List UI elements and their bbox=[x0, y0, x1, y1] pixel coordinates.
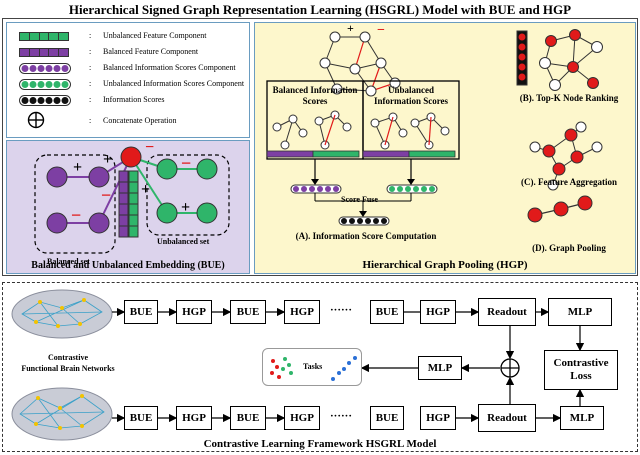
minus-sign: − bbox=[145, 139, 155, 156]
bue-block: BUE bbox=[124, 406, 158, 430]
legend-label: Unbalanced Feature Component bbox=[103, 31, 207, 40]
legend-label: Concatenate Operation bbox=[103, 116, 177, 125]
tasks-box: Tasks bbox=[262, 348, 362, 386]
unbalanced-set-label: Unbalanced set bbox=[157, 237, 210, 246]
legend-colon: : bbox=[89, 31, 92, 40]
hgp-block: HGP bbox=[176, 406, 212, 430]
legend-colon: : bbox=[89, 95, 92, 104]
ellipsis: ······ bbox=[330, 304, 353, 316]
minus-sign: − bbox=[181, 153, 192, 173]
brain-label: Contrastive Functional Brain Networks bbox=[6, 352, 130, 374]
tasks-label: Tasks bbox=[303, 362, 323, 371]
regression-icon bbox=[331, 356, 357, 381]
step-a-label: (A). Information Score Computation bbox=[295, 231, 437, 241]
green-dots-icon bbox=[19, 78, 71, 90]
brain-network-icon bbox=[11, 289, 113, 339]
legend-balanced-scores bbox=[19, 61, 71, 75]
mlp-block: MLP bbox=[418, 356, 462, 380]
bue-caption: Balanced and Unbalanced Embedding (BUE) bbox=[31, 260, 225, 271]
step-c-label: (C). Feature Aggregation bbox=[521, 177, 617, 187]
purple-dots-icon bbox=[19, 62, 71, 74]
hgp-caption: Hierarchical Graph Pooling (HGP) bbox=[362, 259, 528, 271]
legend-colon: : bbox=[89, 116, 92, 125]
top-frame bbox=[2, 18, 638, 276]
brain-network-icon bbox=[11, 387, 113, 441]
figure-title: Hierarchical Signed Graph Representation… bbox=[68, 2, 572, 17]
legend-colon: : bbox=[89, 47, 92, 56]
hgp-block: HGP bbox=[284, 406, 320, 430]
legend-info-scores bbox=[19, 93, 71, 107]
hgp-block: HGP bbox=[420, 406, 456, 430]
legend-unbalanced-scores bbox=[19, 77, 71, 91]
hgp-block: HGP bbox=[284, 300, 320, 324]
plus-sign: + bbox=[347, 21, 354, 35]
bue-block: BUE bbox=[370, 406, 404, 430]
purple-bar-icon bbox=[19, 47, 69, 57]
legend-label: Balanced Information Scores Component bbox=[103, 63, 236, 72]
plus-sign: + bbox=[181, 199, 191, 216]
plus-sign: + bbox=[73, 159, 83, 176]
concat-icon bbox=[27, 111, 45, 129]
legend-label: Information Scores bbox=[103, 95, 165, 104]
bue-block: BUE bbox=[230, 406, 266, 430]
hgp-block: HGP bbox=[420, 300, 456, 324]
brain-label-line-2: Functional Brain Networks bbox=[21, 364, 115, 373]
ellipsis: ······ bbox=[330, 410, 353, 422]
step-d-label: (D). Graph Pooling bbox=[532, 243, 606, 253]
mlp-block: MLP bbox=[560, 406, 604, 430]
plus-sign: + bbox=[141, 181, 151, 198]
bottom-frame bbox=[2, 282, 638, 452]
score-fuse-label: Score Fuse bbox=[341, 195, 378, 204]
legend-label: Balanced Feature Component bbox=[103, 47, 199, 56]
minus-sign: − bbox=[377, 23, 385, 38]
bue-block: BUE bbox=[370, 300, 404, 324]
readout-block: Readout bbox=[478, 298, 536, 326]
readout-block: Readout bbox=[478, 404, 536, 432]
legend-colon: : bbox=[89, 79, 92, 88]
bue-diagram bbox=[34, 146, 230, 254]
balanced-set-label: Balanced set bbox=[47, 257, 90, 266]
legend-colon: : bbox=[89, 63, 92, 72]
bue-block: BUE bbox=[124, 300, 158, 324]
minus-sign: − bbox=[101, 185, 112, 205]
legend-balanced-feature bbox=[19, 45, 69, 59]
hgp-panel: + − Balanced Information Scores Unbalanc… bbox=[254, 21, 636, 274]
unbalanced-scores-label: Unbalanced Information Scores bbox=[373, 85, 449, 106]
plus-sign: + bbox=[103, 151, 113, 168]
legend-label: Unbalanced Information Scores Component bbox=[103, 79, 245, 88]
contrastive-loss-block: Contrastive Loss bbox=[544, 350, 618, 390]
mlp-block: MLP bbox=[548, 298, 612, 326]
brain-label-line-1: Contrastive bbox=[48, 353, 88, 362]
hgp-block: HGP bbox=[176, 300, 212, 324]
framework-caption: Contrastive Learning Framework HSGRL Mod… bbox=[203, 438, 437, 450]
legend-panel: : Unbalanced Feature Component : Balance… bbox=[6, 22, 250, 138]
balanced-scores-label: Balanced Information Scores bbox=[272, 85, 358, 106]
step-b-label: (B). Top-K Node Ranking bbox=[519, 93, 619, 103]
green-bar-icon bbox=[19, 31, 69, 41]
scatter-icon bbox=[270, 357, 293, 379]
legend-unbalanced-feature bbox=[19, 29, 69, 43]
minus-sign: − bbox=[71, 205, 82, 225]
bue-block: BUE bbox=[230, 300, 266, 324]
hgp-diagram bbox=[266, 29, 603, 226]
bue-panel: + + − − − − + + Balanced set Unbalanced … bbox=[6, 139, 250, 274]
black-dots-icon bbox=[19, 94, 71, 106]
